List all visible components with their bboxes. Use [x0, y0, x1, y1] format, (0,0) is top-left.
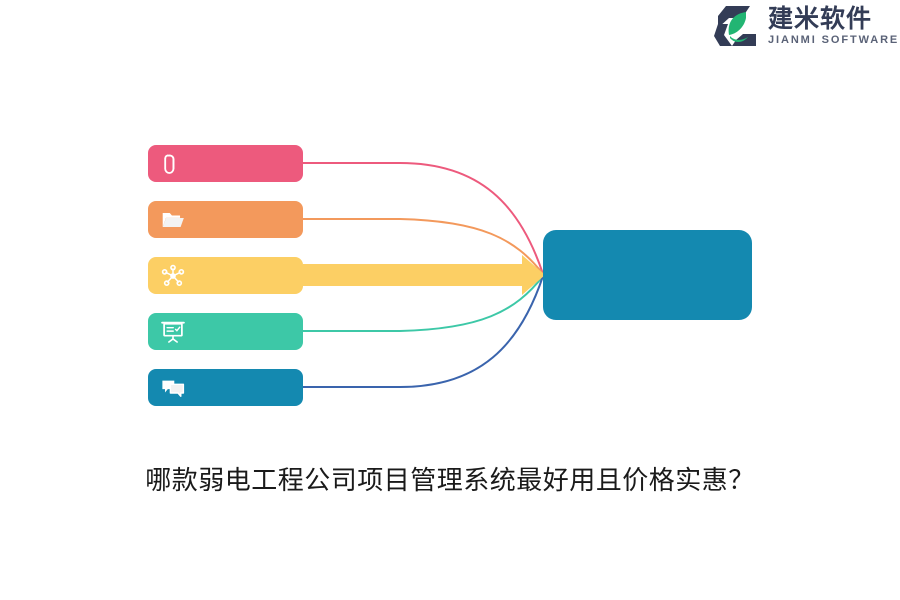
- network-node-icon: [161, 264, 185, 286]
- flow-hub-box[interactable]: [543, 230, 752, 320]
- jianmi-hexagon-leaf-logo-icon: [714, 6, 756, 46]
- folder-icon: [162, 212, 184, 227]
- flow-node-folder[interactable]: [148, 201, 303, 238]
- connector-curve-3: [303, 275, 544, 332]
- flow-node-paperclip[interactable]: [148, 145, 303, 182]
- flow-node-presentation[interactable]: [148, 313, 303, 350]
- brand-wordmark: 建米软件 JIANMI SOFTWARE: [768, 6, 899, 46]
- brand-name-en: JIANMI SOFTWARE: [768, 34, 900, 46]
- connector-arrow-2: [303, 255, 545, 295]
- presentation-board-icon: [161, 321, 185, 343]
- connector-curve-4: [303, 275, 544, 388]
- paperclip-icon: [164, 154, 175, 174]
- connector-curve-0: [303, 162, 544, 275]
- connector-curve-1: [303, 218, 544, 275]
- flow-node-chat[interactable]: [148, 369, 303, 406]
- page-caption: 哪款弱电工程公司项目管理系统最好用且价格实惠？: [145, 466, 755, 496]
- brand-logo: 建米软件 JIANMI SOFTWARE: [712, 0, 900, 52]
- brand-name-cn: 建米软件: [768, 4, 873, 33]
- flow-node-network[interactable]: [148, 257, 303, 294]
- chat-bubbles-icon: [162, 380, 185, 397]
